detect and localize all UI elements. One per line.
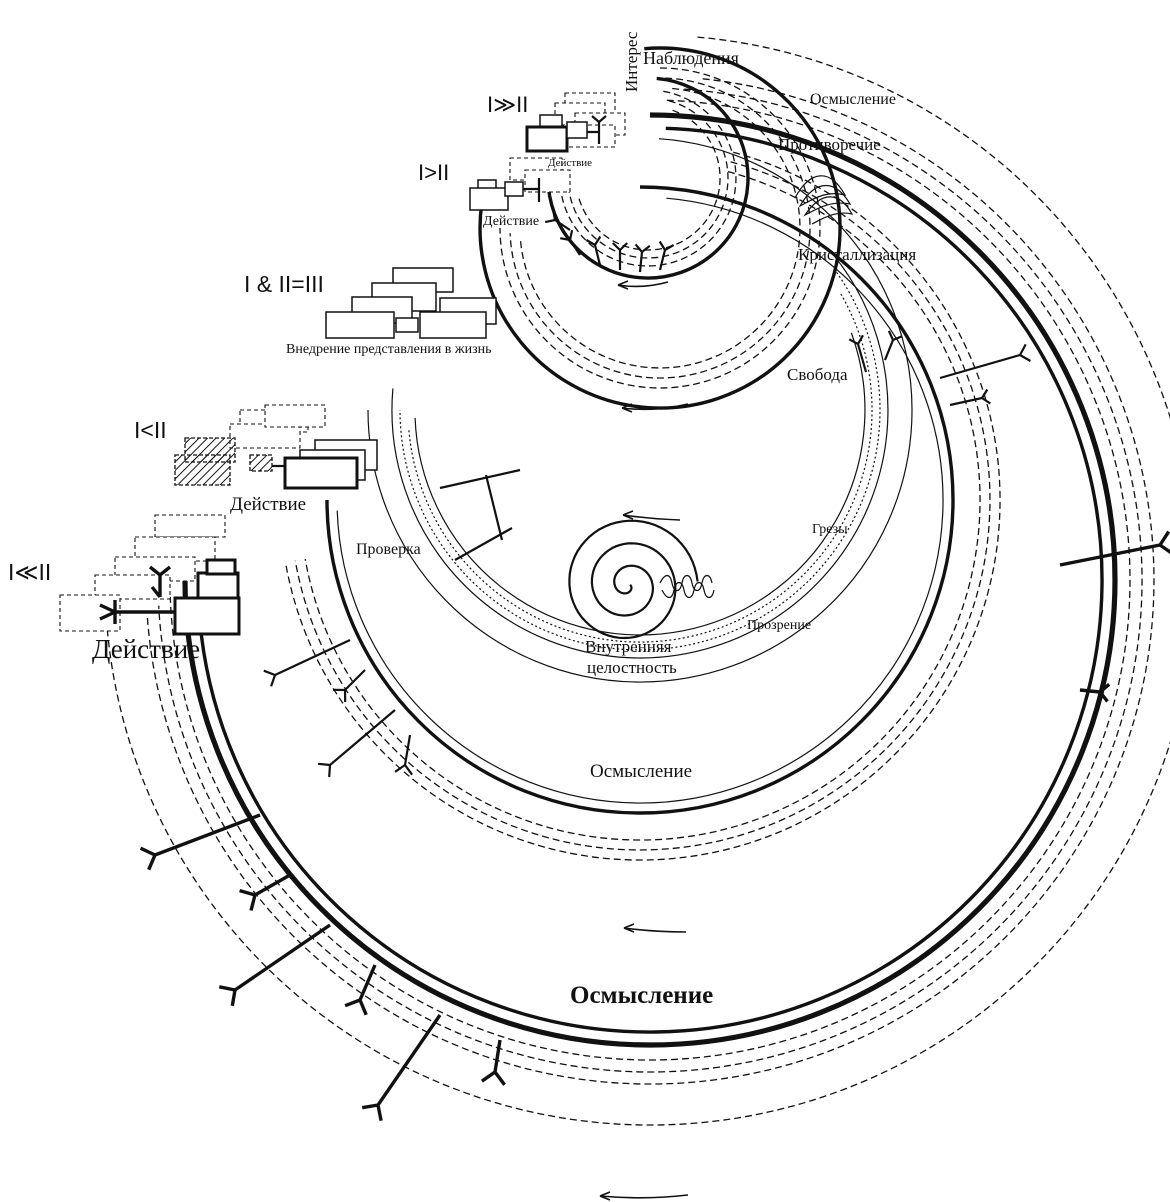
branch-marker-icon [612,242,628,270]
understanding-mid-label: Осмысление [590,761,692,782]
stage-2-action: Действие [483,214,539,229]
branch-marker-icon [658,240,675,271]
understanding-bottom-label: Осмысление [570,982,713,1009]
direction-arrow-icon [621,403,689,413]
crystallization-label: Кристаллизация [798,245,916,264]
branch-marker-icon [1059,530,1170,567]
inner-integrity-label-2: целостность [587,658,677,677]
verification-label: Проверка [356,541,421,558]
branch-marker-icon [218,923,331,1007]
spiral-arc-22 [146,78,1155,1085]
branch-marker-icon [939,343,1031,380]
implementation-label: Внедрение представления в жизнь [286,342,492,357]
dreams-label: Грезы [812,522,848,537]
direction-arrow-icon [623,923,687,933]
stage-4-formula: I<II [134,417,167,443]
spiral-arc-19 [196,126,1104,1034]
spiral-arc-16 [294,161,991,851]
spiral-arc-4 [478,46,842,410]
branch-marker-icon [344,964,377,1016]
branch-marker-icon [139,813,261,871]
crystallization-coil-icon [794,175,854,225]
interest-label: Интерес [622,31,641,92]
action-block-stage-5 [59,514,241,636]
branch-marker-icon [544,210,571,231]
spiral-arc-5 [499,67,821,389]
contradiction-label: Противоречие [778,135,881,154]
stage-5-formula: I≪II [8,559,51,585]
action-block-stage-1 [525,92,626,153]
spiral-arc-11 [408,293,873,643]
inner-integrity-spiral-icon [568,519,715,640]
spiral-arc-17 [284,151,1001,861]
spiral-arc-3 [577,109,721,251]
spiral-arc-6 [509,77,811,379]
freedom-label: Свобода [787,365,848,384]
understanding-top-label: Осмысление [810,91,896,108]
spiral-arc-8 [367,138,913,683]
stage-1-formula: I≫II [487,92,528,117]
verification-marks [439,468,521,561]
branch-marker-icon [848,334,868,373]
direction-arrow-icon [617,280,669,290]
direction-arrows [599,280,689,1201]
stage-3-formula: I & II=III [244,271,324,297]
direction-arrow-icon [622,510,681,521]
branch-marker-icon [560,229,581,256]
branch-marker-icon [883,330,903,361]
action-block-stage-4 [174,404,378,490]
branch-marker-icon [317,709,396,778]
branch-marker-icon [634,243,651,273]
branch-marker-icon [480,1039,506,1086]
stage-1-action: Действие [548,157,592,169]
observations-label: Наблюдения [643,48,739,68]
spiral-arc-15 [304,170,981,841]
branch-marker-icon [263,639,351,687]
branch-marker-icon [239,873,291,911]
branch-markers [139,210,1170,1122]
branch-marker-icon [394,734,413,776]
inner-integrity-label-1: Внутренняя [585,637,672,656]
action-block-stage-3 [325,267,497,339]
spiral-arc-20 [169,99,1131,1061]
branch-marker-icon [361,1014,442,1122]
stage-5-action: Действие [92,634,200,664]
stage-4-action: Действие [230,494,306,515]
direction-arrow-icon [599,1191,689,1201]
spiral-arc-23 [106,36,1170,1126]
spiral-arc-9 [391,250,889,659]
action-block-stage-2 [469,157,571,211]
spiral-arc-12 [414,332,866,636]
branch-marker-icon [1079,682,1111,703]
spiral-arc-14 [336,197,944,804]
spiral-arc-13 [325,185,955,815]
stage-2-formula: I>II [418,160,449,185]
spiral-arc-21 [158,88,1143,1073]
spiral-arc-2 [568,100,729,259]
insight-label: Прозрение [747,618,811,633]
spiral-arcs [106,36,1170,1126]
branch-marker-icon [585,235,602,266]
spiral-arc-18 [182,112,1118,1048]
branch-marker-icon [332,669,366,703]
spiral-arc-10 [399,271,881,651]
branch-marker-icon [949,388,991,407]
